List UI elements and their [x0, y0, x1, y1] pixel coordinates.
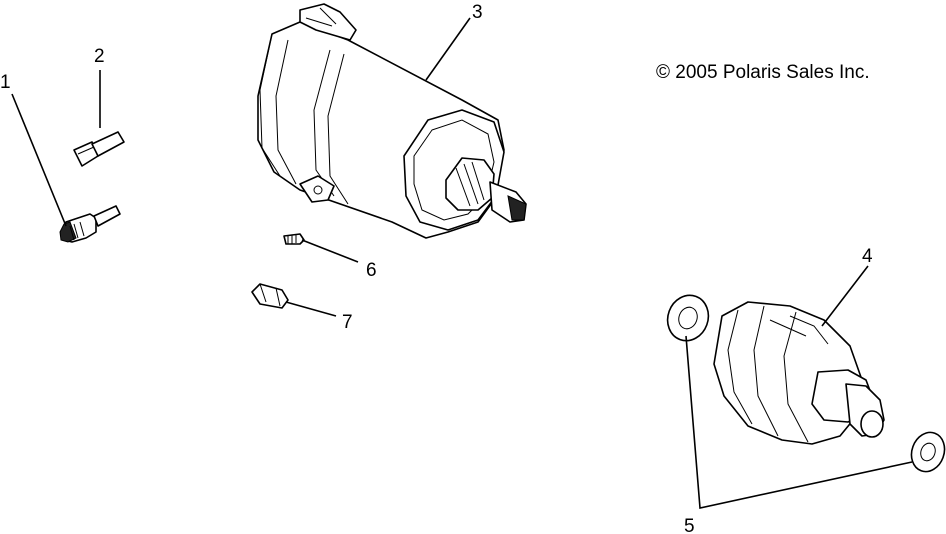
part-7-brush[interactable] — [251, 283, 289, 309]
callout-1: 1 — [0, 72, 11, 93]
callout-6: 6 — [366, 260, 377, 281]
leader-6 — [301, 239, 359, 263]
callout-3: 3 — [472, 2, 483, 23]
part-5-washer-left[interactable] — [661, 290, 714, 347]
callout-5: 5 — [684, 516, 695, 534]
callout-4: 4 — [862, 246, 873, 267]
part-3-starter-motor[interactable] — [257, 3, 527, 239]
part-5-washer-right[interactable] — [906, 428, 946, 477]
part-1-pinion-screw[interactable] — [59, 205, 121, 243]
leader-3 — [425, 17, 471, 81]
part-4-starter-drive[interactable] — [713, 301, 885, 445]
callout-7: 7 — [342, 312, 353, 333]
part-2-bolt[interactable] — [73, 131, 125, 167]
leader-1 — [11, 93, 67, 227]
leader-7 — [285, 301, 337, 317]
leader-4 — [821, 265, 869, 327]
copyright-text: © 2005 Polaris Sales Inc. — [656, 62, 870, 83]
callout-2: 2 — [94, 46, 105, 67]
part-6-spring[interactable] — [283, 233, 305, 245]
leader-5 — [685, 335, 913, 509]
